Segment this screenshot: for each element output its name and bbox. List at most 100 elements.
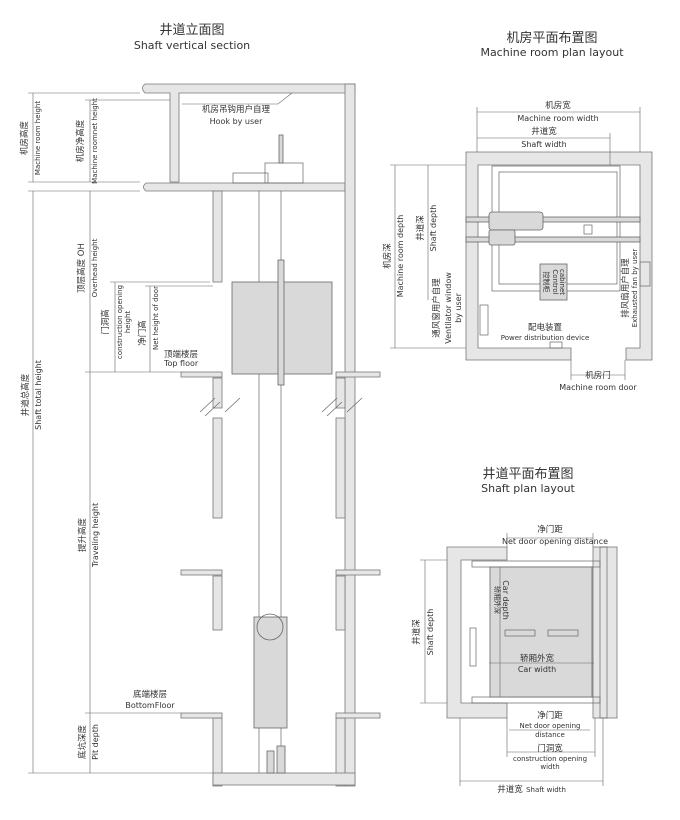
machine-room-plan: 机房平面布置图 Machine room plan layout 控制柜 Con… [382, 30, 653, 392]
shaft-right-inner-wall [335, 575, 346, 631]
shaft-plan: 井道平面布置图 Shaft plan layout 净门距 Net door o… [411, 467, 618, 795]
buffer [276, 745, 286, 774]
travel-height-cn: 提升高度 [77, 518, 88, 553]
section-title-cn: 井道立面图 [159, 23, 224, 38]
net-door-height-en: Net height of door [152, 286, 160, 350]
shaft-plan-title-en: Shaft plan layout [481, 482, 575, 495]
mr-depth-en: Machine room depth [396, 215, 405, 298]
car-frame [277, 259, 285, 386]
constr-opening-height-en1: construction opening [116, 285, 124, 359]
shaft-plan-title-cn: 井道平面布置图 [482, 467, 573, 482]
shaft-right-inner-wall [335, 417, 346, 519]
buffer [266, 750, 275, 774]
constr-opening-height-en2: height [124, 311, 132, 334]
shaft-left-wall [212, 575, 223, 631]
bottom-floor-slab [180, 712, 223, 719]
counterweight-sheave [256, 613, 284, 641]
net-door-cn: 净门距 [537, 710, 563, 721]
pit-floor [212, 772, 356, 786]
machine-room-floor [143, 182, 346, 192]
car-sill [471, 560, 601, 568]
shaft-left-wall [212, 417, 223, 519]
mr-net-height-en: Machine roomnet height [91, 98, 99, 184]
overhead-cn: 顶层高度 OH [76, 243, 87, 293]
control-cabinet [539, 263, 568, 301]
net-door-top-cn: 净门距 [537, 524, 563, 535]
net-door-height-cn: 净门高 [137, 320, 148, 346]
shaft-width-cn: 井道宽 [531, 126, 557, 137]
shaft-plan-dimension-lines [420, 533, 604, 786]
machine-base [232, 172, 269, 184]
control-cabinet-en2: cabinet [558, 269, 566, 295]
hook-label-en: Hook by user [210, 117, 263, 126]
power-cn: 配电装置 [528, 322, 563, 333]
top-floor-en: Top floor [163, 359, 199, 368]
car-width-cn: 轿厢外宽 [520, 653, 555, 664]
travel-height-en: Traveling height [91, 503, 100, 568]
exhaust-fan [639, 261, 651, 287]
machine-beam [465, 236, 641, 243]
plan-shaft-depth-en: Shaft depth [426, 609, 435, 656]
fan-cn: 排风扇用户自理 [620, 258, 631, 318]
shaft-wall-right [592, 546, 618, 719]
machine-beam [465, 216, 641, 223]
shaft-right-wall [344, 83, 356, 787]
car-depth-en: Car depth [501, 580, 510, 620]
mr-plan-title-en: Machine room plan layout [480, 46, 624, 59]
counterweight-plan [469, 627, 477, 667]
car-width-en: Car width [518, 665, 556, 674]
machine-shaft [278, 134, 284, 164]
mr-net-height-cn: 机房净高度 [75, 119, 86, 162]
mr-dimension-lines [390, 107, 641, 380]
floor-slab [335, 569, 381, 576]
dimension-lines [28, 92, 213, 774]
car-plan [489, 566, 593, 698]
mr-width-en: Machine room width [517, 114, 598, 123]
top-floor-cn: 顶端楼层 [164, 349, 198, 360]
overhead-en: Overhead height [91, 238, 99, 297]
top-floor-slab [180, 371, 223, 378]
plan-shaft-width-en: Shaft width [526, 786, 566, 794]
break-marks [199, 397, 363, 417]
shaft-left-wall [212, 377, 223, 409]
car-depth-cn: 轿厢外深 [493, 586, 502, 614]
traction-machine [264, 162, 304, 184]
shaft-wall-left [446, 546, 508, 719]
machine-motor [488, 229, 516, 246]
vent-cn: 通风窗用户自理 [431, 278, 442, 338]
shaft-right-inner-wall [335, 377, 346, 409]
shaft-depth-cn: 井道深 [415, 215, 426, 241]
counterweight [253, 616, 288, 729]
net-door-en2: distance [535, 731, 565, 739]
hook-leader [182, 92, 293, 105]
mr-door-en: Machine room door [559, 383, 637, 392]
machine-room-roof [142, 83, 356, 183]
pit-depth-cn: 底坑深度 [77, 725, 88, 760]
traction-machine [488, 211, 544, 231]
mr-width-cn: 机房宽 [545, 100, 571, 111]
constr-opening-height-cn: 门洞高 [100, 309, 111, 335]
shaft-vertical-section: 井道立面图 Shaft vertical section 机房 [19, 23, 381, 787]
hook-label-cn: 机房吊钩用户自理 [202, 104, 271, 115]
mr-door-cn: 机房门 [585, 370, 611, 381]
bottom-floor-cn: 底端楼层 [133, 689, 167, 700]
net-door-top-en: Net door opening distance [502, 537, 608, 546]
constr-width-en2: width [540, 763, 559, 771]
landing-sill [471, 696, 601, 704]
floor-slab [335, 371, 381, 378]
mr-depth-cn: 机房深 [382, 243, 393, 269]
control-cabinet-cn: 控制柜 [542, 272, 551, 293]
mr-height-en: Machine room height [34, 101, 42, 175]
plan-shaft-depth-cn: 井道深 [411, 619, 422, 645]
section-title-en: Shaft vertical section [134, 39, 250, 52]
shaft-left-wall [212, 190, 223, 283]
car-handrail [547, 629, 579, 637]
floor-slab [335, 712, 381, 719]
shaft-total-height-cn: 井道总高度 [20, 373, 31, 416]
control-cabinet-en1: Control [551, 269, 559, 294]
door-frame [599, 546, 608, 719]
shaft-total-height-en: Shaft total height [34, 360, 43, 430]
power-en: Power distribution device [501, 334, 590, 342]
fan-en: Exhausted fan by user [631, 249, 639, 328]
